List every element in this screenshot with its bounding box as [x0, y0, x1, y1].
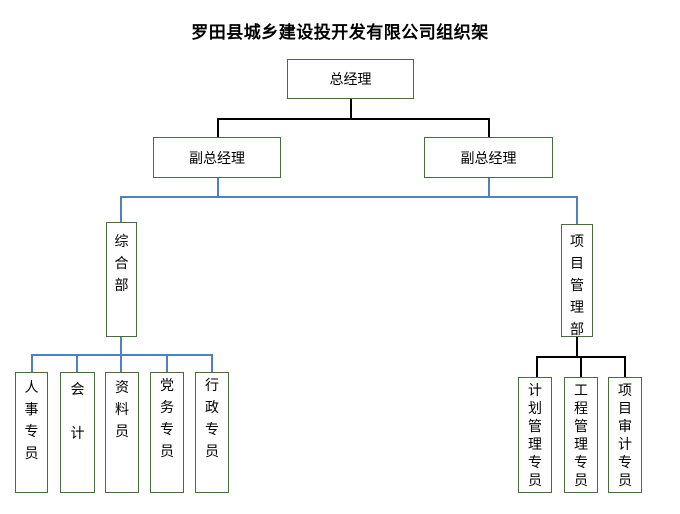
connector-dept-general-drop — [120, 196, 122, 222]
box-staff-engineering: 工 程 管 理 专 员 — [564, 377, 598, 493]
connector-deputies-bar — [217, 118, 489, 120]
connector-general-down — [120, 336, 122, 355]
label-staff-hr: 人 事 专 员 — [24, 380, 39, 462]
box-staff-audit: 项 目 审 计 专 员 — [608, 377, 642, 493]
label-deputy-right: 副总经理 — [460, 150, 517, 167]
box-deputy-left: 副总经理 — [153, 137, 281, 178]
box-staff-party: 党 务 专 员 — [150, 372, 184, 493]
connector-staff-4-drop — [166, 354, 168, 372]
connector-pstaff-1-drop — [536, 356, 538, 377]
label-staff-party: 党 务 专 员 — [160, 378, 174, 460]
connector-staff-1-drop — [31, 354, 33, 372]
connector-staff-2-drop — [76, 354, 78, 372]
label-dept-project: 项 目 管 理 部 — [570, 234, 584, 338]
connector-gm-down — [350, 98, 352, 119]
box-dept-project: 项 目 管 理 部 — [561, 224, 593, 338]
box-dept-general: 综 合 部 — [106, 222, 137, 337]
box-staff-accountant: 会 计 — [60, 372, 95, 493]
label-staff-records: 资 料 员 — [115, 380, 129, 440]
label-staff-audit: 项 目 审 计 专 员 — [618, 383, 632, 489]
connector-departments-bar — [120, 196, 577, 198]
label-staff-accountant: 会 计 — [70, 382, 85, 442]
connector-dept-project-drop — [576, 196, 578, 224]
connector-general-staff-bar — [31, 354, 212, 356]
chart-title: 罗田县城乡建设投开发有限公司组织架 — [191, 23, 489, 43]
box-deputy-right: 副总经理 — [424, 137, 553, 178]
connector-pstaff-2-drop — [580, 356, 582, 377]
connector-pstaff-3-drop — [624, 356, 626, 377]
box-staff-admin: 行 政 专 员 — [195, 372, 229, 493]
label-staff-planning: 计 划 管 理 专 员 — [528, 383, 542, 489]
connector-deputy-left-drop — [217, 118, 219, 137]
connector-staff-5-drop — [211, 354, 213, 372]
connector-project-down — [576, 336, 578, 357]
label-staff-admin: 行 政 专 员 — [205, 378, 219, 460]
connector-staff-3-drop — [120, 354, 122, 372]
label-deputy-left: 副总经理 — [189, 150, 245, 167]
label-staff-engineering: 工 程 管 理 专 员 — [574, 383, 588, 489]
box-staff-records: 资 料 员 — [105, 372, 139, 493]
label-general-manager: 总经理 — [329, 72, 372, 88]
box-staff-hr: 人 事 专 员 — [15, 372, 48, 493]
connector-deputy-right-down — [488, 178, 490, 196]
box-staff-planning: 计 划 管 理 专 员 — [518, 377, 552, 493]
box-general-manager: 总经理 — [287, 59, 414, 99]
connector-deputy-left-down — [217, 177, 219, 196]
connector-deputy-right-drop — [488, 118, 490, 137]
label-dept-general: 综 合 部 — [114, 234, 129, 294]
